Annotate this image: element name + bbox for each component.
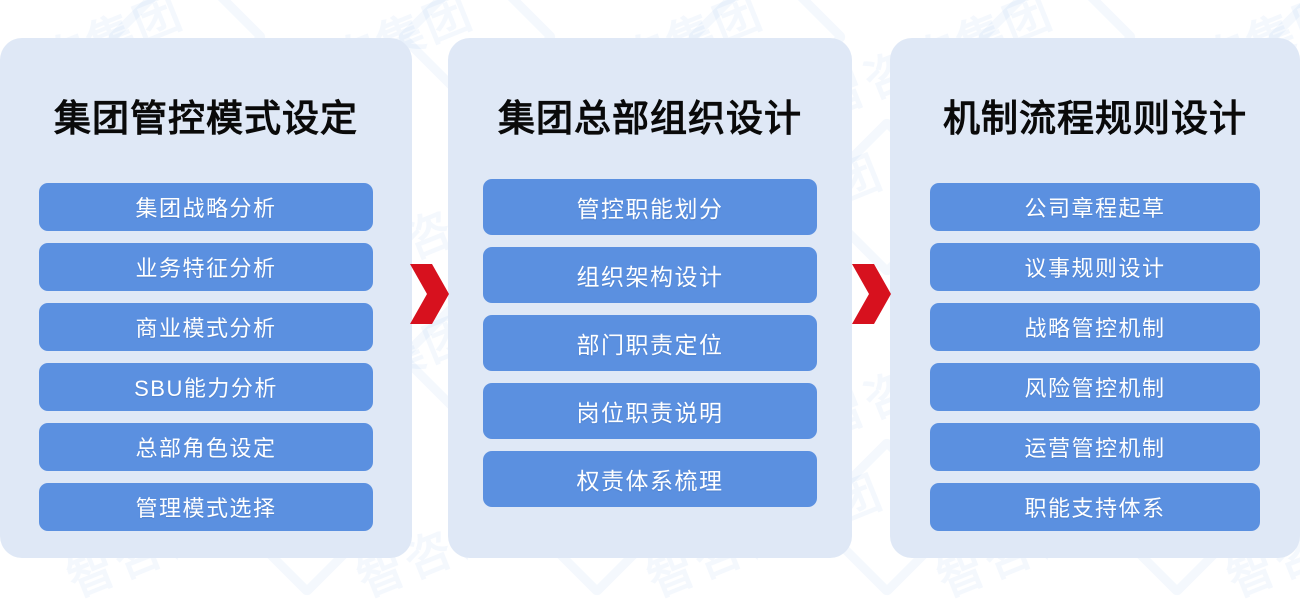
flow-stage-panel-2: 集团总部组织设计 管控职能划分 组织架构设计 部门职责定位 岗位职责说明 权责体…: [448, 38, 852, 558]
panel-2-item-list: 管控职能划分 组织架构设计 部门职责定位 岗位职责说明 权责体系梳理: [448, 179, 852, 507]
list-item[interactable]: 管理模式选择: [39, 483, 373, 531]
list-item[interactable]: 商业模式分析: [39, 303, 373, 351]
list-item[interactable]: 岗位职责说明: [483, 383, 817, 439]
chevron-right-icon: [852, 264, 891, 324]
list-item[interactable]: 权责体系梳理: [483, 451, 817, 507]
flow-arrow-2: [850, 263, 892, 325]
flow-arrow-1: [408, 263, 450, 325]
list-item[interactable]: 战略管控机制: [930, 303, 1260, 351]
list-item[interactable]: 组织架构设计: [483, 247, 817, 303]
list-item[interactable]: 公司章程起草: [930, 183, 1260, 231]
list-item[interactable]: 运营管控机制: [930, 423, 1260, 471]
panel-1-title: 集团管控模式设定: [54, 98, 358, 139]
list-item[interactable]: 职能支持体系: [930, 483, 1260, 531]
list-item[interactable]: 管控职能划分: [483, 179, 817, 235]
chevron-right-icon: [410, 264, 449, 324]
panel-3-item-list: 公司章程起草 议事规则设计 战略管控机制 风险管控机制 运营管控机制 职能支持体…: [890, 183, 1300, 531]
flow-stage-panel-3: 机制流程规则设计 公司章程起草 议事规则设计 战略管控机制 风险管控机制 运营管…: [890, 38, 1300, 558]
list-item[interactable]: 业务特征分析: [39, 243, 373, 291]
flow-stage-panel-1: 集团管控模式设定 集团战略分析 业务特征分析 商业模式分析 SBU能力分析 总部…: [0, 38, 412, 558]
list-item[interactable]: 风险管控机制: [930, 363, 1260, 411]
panel-3-title: 机制流程规则设计: [943, 98, 1247, 139]
panel-1-item-list: 集团战略分析 业务特征分析 商业模式分析 SBU能力分析 总部角色设定 管理模式…: [0, 183, 412, 531]
list-item[interactable]: 议事规则设计: [930, 243, 1260, 291]
list-item[interactable]: SBU能力分析: [39, 363, 373, 411]
list-item[interactable]: 集团战略分析: [39, 183, 373, 231]
list-item[interactable]: 总部角色设定: [39, 423, 373, 471]
list-item[interactable]: 部门职责定位: [483, 315, 817, 371]
panel-2-title: 集团总部组织设计: [498, 98, 802, 139]
